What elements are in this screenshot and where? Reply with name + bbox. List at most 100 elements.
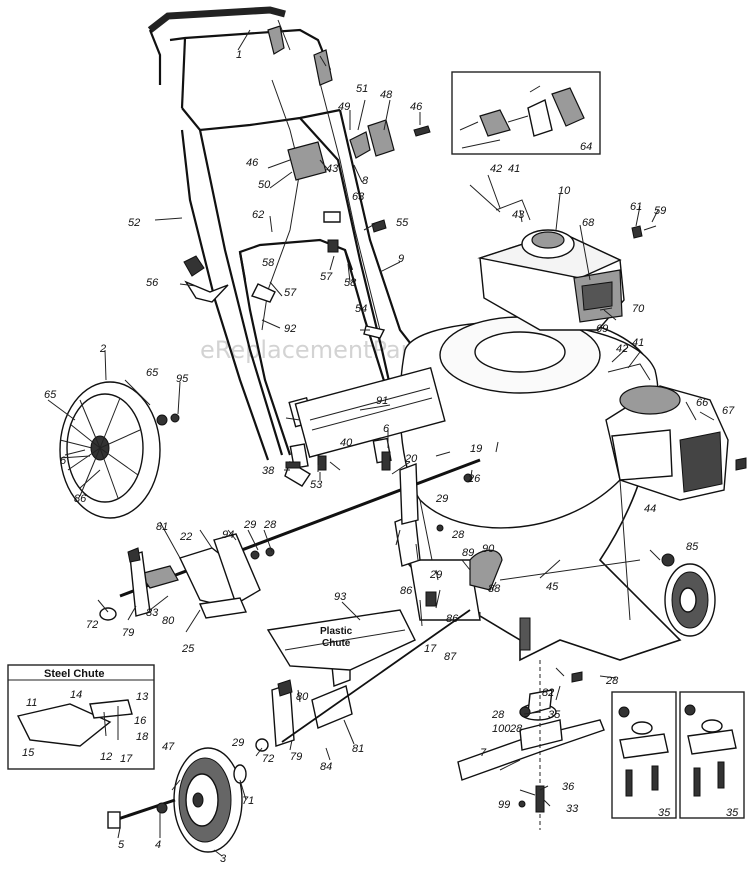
- callout-51: 51: [356, 83, 368, 95]
- callout-72-a: 72: [86, 619, 98, 631]
- callout-13: 13: [136, 691, 149, 703]
- callout-41-a: 41: [508, 163, 520, 175]
- callout-57-b: 57: [284, 287, 297, 299]
- callout-43-b: 43: [512, 209, 525, 221]
- callout-56: 56: [146, 277, 159, 289]
- callout-79-b: 79: [290, 751, 302, 763]
- blade-and-adapter: [457, 660, 605, 830]
- callout-14: 14: [70, 689, 82, 701]
- callout-82: 82: [542, 687, 554, 699]
- callout-40: 40: [340, 437, 353, 449]
- callout-38: 38: [262, 465, 275, 477]
- callout-33: 33: [566, 803, 579, 815]
- callout-2: 2: [99, 343, 106, 355]
- callout-44: 44: [644, 503, 656, 515]
- callout-94: 94: [222, 529, 234, 541]
- callout-88: 88: [488, 583, 501, 595]
- callout-11: 11: [26, 697, 37, 709]
- callout-80-b: 80: [296, 691, 309, 703]
- callout-41-b: 41: [632, 337, 644, 349]
- front-left-wheel: [107, 747, 247, 853]
- inset-64-control-assembly: [451, 71, 601, 155]
- callout-65: 65: [146, 367, 159, 379]
- callout-50: 50: [258, 179, 271, 191]
- callout-87: 87: [444, 651, 457, 663]
- rear-axle-and-height-adjusters: [99, 366, 481, 752]
- callout-35-c: 35: [726, 807, 739, 819]
- callout-89: 89: [462, 547, 474, 559]
- callout-9: 9: [398, 253, 404, 265]
- plastic-chute-text: Plastic: [320, 626, 353, 637]
- callout-29-c: 29: [429, 569, 442, 581]
- callout-26: 26: [467, 473, 481, 485]
- steel-chute-inset: Steel Chute: [7, 664, 155, 770]
- callout-19: 19: [470, 443, 482, 455]
- callout-46-b: 46: [410, 101, 423, 113]
- callout-28-e: 28: [509, 723, 523, 735]
- callout-68: 68: [582, 217, 595, 229]
- steel-chute-title: Steel Chute: [44, 668, 105, 680]
- callout-79-a: 79: [122, 627, 134, 639]
- callout-28-b: 28: [451, 529, 465, 541]
- callout-81-b: 81: [352, 743, 364, 755]
- callout-57-a: 57: [320, 271, 333, 283]
- callout-80-a: 80: [162, 615, 175, 627]
- callout-66: 66: [696, 397, 709, 409]
- callout-29-b: 29: [243, 519, 256, 531]
- blade-adapter-inset-a: [611, 691, 677, 819]
- plastic-chute: [266, 609, 416, 671]
- callout-95: 95: [176, 373, 189, 385]
- callout-29-d: 29: [231, 737, 244, 749]
- callout-64: 64: [580, 141, 592, 153]
- callout-22: 22: [179, 531, 192, 543]
- callout-46-a: 46: [246, 157, 259, 169]
- callout-85: 85: [686, 541, 699, 553]
- callout-58-a: 58: [262, 257, 275, 269]
- callout-84: 84: [320, 761, 332, 773]
- callout-58-b: 58: [344, 277, 357, 289]
- callout-59: 59: [654, 205, 666, 217]
- callout-70: 70: [632, 303, 645, 315]
- callout-5: 5: [118, 839, 125, 851]
- callout-4: 4: [155, 839, 161, 851]
- callout-12: 12: [100, 751, 112, 763]
- callout-49: 49: [338, 101, 350, 113]
- callout-18: 18: [136, 731, 149, 743]
- callout-10: 10: [558, 185, 571, 197]
- engine-upper: [477, 199, 657, 331]
- callout-86-b: 86: [400, 585, 413, 597]
- callout-47: 47: [162, 741, 175, 753]
- callout-29-a: 29: [435, 493, 448, 505]
- callout-7: 7: [480, 747, 487, 759]
- callout-52: 52: [128, 217, 140, 229]
- callout-numbers: 1 2 3 4 5 6 6 7 8 9 10 11 12 13 14 15 16…: [22, 49, 739, 865]
- callout-15: 15: [22, 747, 35, 759]
- handle-assembly: [147, 6, 471, 487]
- callout-81-a: 81: [156, 521, 168, 533]
- callout-71: 71: [242, 795, 254, 807]
- callout-65-b: 65: [44, 389, 57, 401]
- callout-61: 61: [630, 201, 642, 213]
- callout-45: 45: [546, 581, 559, 593]
- callout-28-a: 28: [263, 519, 277, 531]
- callout-86-c: 86: [446, 613, 459, 625]
- callout-25: 25: [181, 643, 195, 655]
- callout-17: 17: [120, 753, 133, 765]
- callout-93: 93: [334, 591, 347, 603]
- blade-adapter-inset-b: [679, 691, 745, 819]
- callout-53: 53: [310, 479, 323, 491]
- callout-92: 92: [284, 323, 296, 335]
- callout-8: 8: [362, 175, 369, 187]
- callout-6: 6: [60, 455, 67, 467]
- callout-72-b: 72: [262, 753, 274, 765]
- callout-28-d: 28: [491, 709, 505, 721]
- callout-35-b: 35: [658, 807, 671, 819]
- callout-1: 1: [236, 49, 242, 61]
- callout-100: 100: [492, 723, 511, 735]
- callout-3: 3: [220, 853, 227, 865]
- engine-lower: [605, 363, 747, 501]
- mower-deck: [399, 316, 682, 662]
- callout-6-b: 6: [383, 423, 390, 435]
- callout-69: 69: [596, 323, 608, 335]
